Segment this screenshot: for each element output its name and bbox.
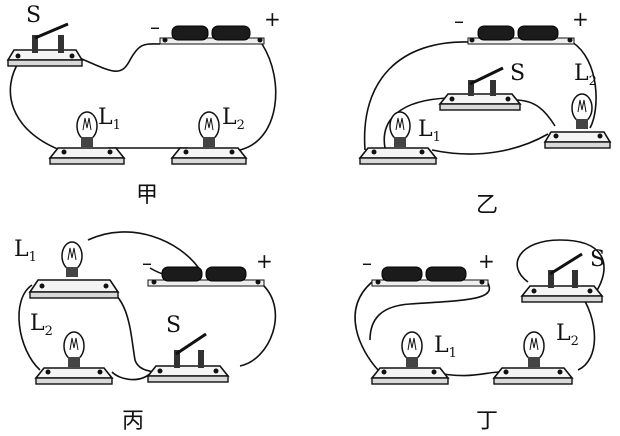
wire [103, 284, 161, 373]
lamp1-label: L1 [14, 237, 37, 265]
switch [438, 66, 522, 111]
battery [467, 25, 575, 45]
negative-terminal-label: – [454, 9, 464, 33]
switch-label: S [166, 313, 181, 338]
caption-yi: 乙 [476, 193, 498, 218]
wire [9, 59, 61, 151]
wire [571, 41, 597, 129]
lamp [48, 111, 126, 165]
caption-ding: 丁 [476, 409, 498, 434]
battery [159, 25, 265, 45]
wire [239, 283, 277, 367]
lamp [34, 331, 114, 385]
circuit-ding: – + S L1 L2 丁 [354, 239, 605, 434]
lamp2-label: L2 [574, 61, 597, 89]
wire [363, 41, 471, 151]
negative-terminal-label: – [150, 15, 160, 39]
battery [147, 266, 265, 287]
wire [516, 239, 605, 293]
lamp2-label: L2 [556, 321, 579, 349]
negative-terminal-label: – [362, 251, 372, 275]
wire [514, 99, 556, 127]
wire [18, 284, 41, 371]
caption-bing: 丙 [122, 409, 144, 434]
switch-label: S [510, 61, 525, 86]
switch [146, 332, 230, 383]
lamp [28, 241, 120, 299]
wire [369, 279, 491, 341]
switch [6, 22, 84, 67]
wire [111, 371, 153, 381]
lamp [492, 331, 574, 385]
wire [354, 281, 379, 371]
lamp [170, 111, 248, 165]
positive-terminal-label: + [478, 249, 495, 273]
switch-label: S [26, 3, 41, 28]
switch [520, 252, 604, 303]
lamp [358, 111, 438, 165]
positive-terminal-label: + [572, 7, 589, 31]
wire [431, 133, 549, 155]
wire [239, 43, 277, 151]
lamp [543, 93, 612, 149]
caption-jia: 甲 [136, 183, 158, 208]
wire [71, 43, 161, 72]
lamp [370, 331, 450, 385]
lamp1-label: L1 [98, 105, 121, 133]
lamp1-label: L1 [418, 117, 441, 145]
circuit-jia: S – + L1 L2 甲 [6, 3, 281, 208]
circuit-bing: L1 – + L2 S 丙 [14, 231, 277, 434]
negative-terminal-label: – [142, 251, 152, 275]
lamp2-label: L2 [30, 311, 53, 339]
battery [371, 266, 489, 287]
lamp2-label: L2 [222, 105, 245, 133]
switch-label: S [590, 247, 605, 272]
lamp1-label: L1 [434, 333, 457, 361]
positive-terminal-label: + [256, 249, 273, 273]
circuit-yi: – + S L2 L1 乙 [358, 7, 612, 218]
positive-terminal-label: + [264, 7, 281, 31]
